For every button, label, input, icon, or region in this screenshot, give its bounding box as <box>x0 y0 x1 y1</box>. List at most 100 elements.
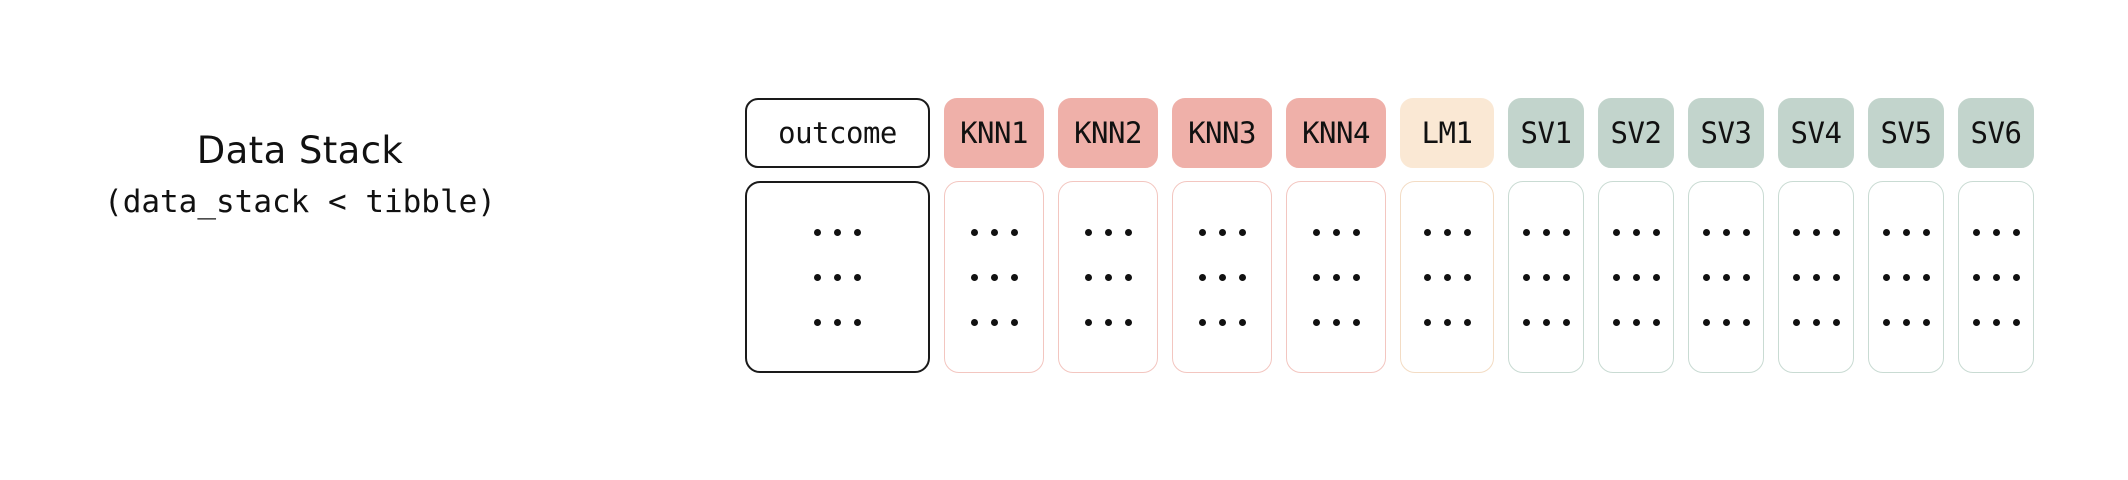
table-row <box>970 273 1018 281</box>
ellipsis-dot-icon <box>1443 318 1451 326</box>
ellipsis-dot-icon <box>1792 273 1800 281</box>
column-header-sv1[interactable]: SV1 <box>1508 98 1584 168</box>
ellipsis-dot-icon <box>990 318 998 326</box>
ellipsis-dot-icon <box>1522 318 1530 326</box>
column-header-knn2[interactable]: KNN2 <box>1058 98 1158 168</box>
ellipsis-dot-icon <box>1238 228 1246 236</box>
ellipsis-dot-icon <box>1632 273 1640 281</box>
column-header-knn4[interactable]: KNN4 <box>1286 98 1386 168</box>
ellipsis-dot-icon <box>1084 228 1092 236</box>
ellipsis-dot-icon <box>970 273 978 281</box>
ellipsis-dot-icon <box>2012 273 2020 281</box>
column-header-sv5[interactable]: SV5 <box>1868 98 1944 168</box>
table-column-sv6: SV6 <box>1958 98 2034 373</box>
ellipsis-dot-icon <box>1423 273 1431 281</box>
ellipsis-dot-icon <box>1124 273 1132 281</box>
table-row <box>1312 273 1360 281</box>
column-header-lm1[interactable]: LM1 <box>1400 98 1494 168</box>
table-row <box>1792 273 1840 281</box>
table-row <box>1084 228 1132 236</box>
ellipsis-dot-icon <box>1652 318 1660 326</box>
ellipsis-dot-icon <box>1902 273 1910 281</box>
table-row <box>1702 228 1750 236</box>
ellipsis-dot-icon <box>1562 228 1570 236</box>
table-row <box>1198 228 1246 236</box>
column-body-sv1 <box>1508 181 1584 373</box>
ellipsis-dot-icon <box>1832 228 1840 236</box>
ellipsis-dot-icon <box>1312 228 1320 236</box>
ellipsis-dot-icon <box>1463 318 1471 326</box>
ellipsis-dot-icon <box>1902 228 1910 236</box>
ellipsis-dot-icon <box>1352 273 1360 281</box>
table-row <box>1972 318 2020 326</box>
ellipsis-dot-icon <box>1992 228 2000 236</box>
ellipsis-dot-icon <box>1882 318 1890 326</box>
ellipsis-dot-icon <box>1612 273 1620 281</box>
ellipsis-dot-icon <box>1812 273 1820 281</box>
ellipsis-dot-icon <box>1423 318 1431 326</box>
ellipsis-dot-icon <box>1312 273 1320 281</box>
ellipsis-dot-icon <box>1562 318 1570 326</box>
table-row <box>1972 228 2020 236</box>
table-column-outcome: outcome <box>745 98 930 373</box>
column-header-knn1[interactable]: KNN1 <box>944 98 1044 168</box>
column-header-sv6[interactable]: SV6 <box>1958 98 2034 168</box>
table-row <box>1522 228 1570 236</box>
ellipsis-dot-icon <box>1124 228 1132 236</box>
ellipsis-dot-icon <box>1238 273 1246 281</box>
ellipsis-dot-icon <box>1104 273 1112 281</box>
column-header-sv3[interactable]: SV3 <box>1688 98 1764 168</box>
table-row <box>1423 273 1471 281</box>
ellipsis-dot-icon <box>990 228 998 236</box>
ellipsis-dot-icon <box>1922 318 1930 326</box>
column-body-sv5 <box>1868 181 1944 373</box>
column-body-sv2 <box>1598 181 1674 373</box>
table-row <box>1423 228 1471 236</box>
column-body-outcome <box>745 181 930 373</box>
column-body-knn1 <box>944 181 1044 373</box>
ellipsis-dot-icon <box>990 273 998 281</box>
ellipsis-dot-icon <box>814 228 821 236</box>
table-column-sv3: SV3 <box>1688 98 1764 373</box>
ellipsis-dot-icon <box>1010 228 1018 236</box>
ellipsis-dot-icon <box>1812 318 1820 326</box>
table-row <box>1612 273 1660 281</box>
ellipsis-dot-icon <box>1722 273 1730 281</box>
table-row <box>1084 273 1132 281</box>
table-row <box>1792 228 1840 236</box>
column-body-knn2 <box>1058 181 1158 373</box>
ellipsis-dot-icon <box>1423 228 1431 236</box>
column-header-sv4[interactable]: SV4 <box>1778 98 1854 168</box>
table-column-sv4: SV4 <box>1778 98 1854 373</box>
ellipsis-dot-icon <box>1792 318 1800 326</box>
ellipsis-dot-icon <box>1443 228 1451 236</box>
ellipsis-dot-icon <box>1812 228 1820 236</box>
table-row <box>1312 228 1360 236</box>
column-header-knn3[interactable]: KNN3 <box>1172 98 1272 168</box>
ellipsis-dot-icon <box>1632 318 1640 326</box>
table-row <box>1198 273 1246 281</box>
ellipsis-dot-icon <box>854 273 861 281</box>
table-column-lm1: LM1 <box>1400 98 1494 373</box>
ellipsis-dot-icon <box>1832 273 1840 281</box>
table-row <box>814 228 861 236</box>
ellipsis-dot-icon <box>1652 228 1660 236</box>
ellipsis-dot-icon <box>1198 228 1206 236</box>
ellipsis-dot-icon <box>1922 228 1930 236</box>
ellipsis-dot-icon <box>1702 318 1710 326</box>
ellipsis-dot-icon <box>814 318 821 326</box>
ellipsis-dot-icon <box>1882 273 1890 281</box>
ellipsis-dot-icon <box>814 273 821 281</box>
ellipsis-dot-icon <box>1010 318 1018 326</box>
ellipsis-dot-icon <box>1992 318 2000 326</box>
table-row <box>1198 318 1246 326</box>
ellipsis-dot-icon <box>1010 273 1018 281</box>
column-header-sv2[interactable]: SV2 <box>1598 98 1674 168</box>
table-row <box>1522 318 1570 326</box>
ellipsis-dot-icon <box>1652 273 1660 281</box>
ellipsis-dot-icon <box>1972 228 1980 236</box>
ellipsis-dot-icon <box>1198 273 1206 281</box>
column-header-outcome[interactable]: outcome <box>745 98 930 168</box>
table-row <box>1084 318 1132 326</box>
